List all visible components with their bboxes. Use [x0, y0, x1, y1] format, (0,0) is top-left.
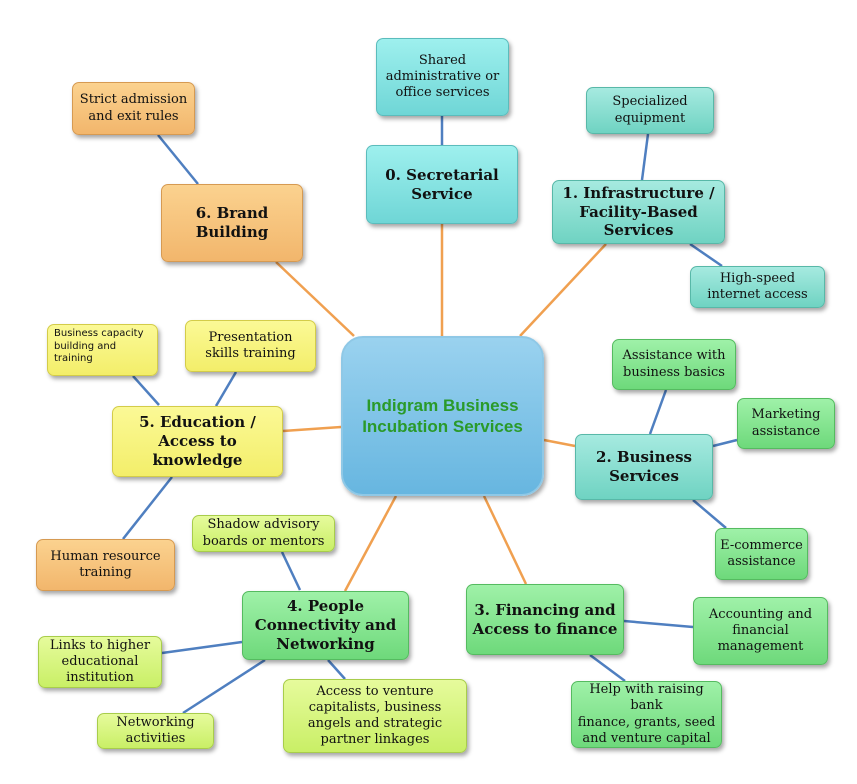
leaf-business-basics: [648, 389, 668, 435]
item-shadow-boards-label: Shadow advisory boards or mentors: [202, 517, 325, 549]
category-brand: 6. Brand Building: [161, 184, 303, 262]
item-venture: Access to venture capitalists, business …: [283, 679, 467, 753]
item-bank-finance-label: Help with raising bank finance, grants, …: [577, 682, 716, 746]
item-capacity-building-label: Business capacity building and training: [54, 328, 144, 364]
item-venture-label: Access to venture capitalists, business …: [307, 683, 443, 748]
category-people-label: 4. People Connectivity and Networking: [254, 597, 397, 653]
item-marketing: Marketing assistance: [737, 398, 835, 449]
category-financing: 3. Financing and Access to finance: [466, 584, 624, 655]
item-human-resource: Human resource training: [36, 539, 175, 591]
spoke-brand: [275, 261, 355, 337]
item-accounting: Accounting and financial management: [693, 597, 828, 665]
center-label: Indigram Business Incubation Services: [362, 395, 523, 436]
item-marketing-label: Marketing assistance: [751, 407, 821, 439]
item-accounting-label: Accounting and financial management: [708, 606, 813, 655]
item-bank-finance: Help with raising bank finance, grants, …: [571, 681, 722, 748]
item-higher-ed: Links to higher educational institution: [38, 636, 162, 688]
leaf-capacity-building: [132, 375, 160, 406]
item-capacity-building: Business capacity building and training: [47, 324, 158, 376]
spoke-education: [282, 425, 342, 433]
leaf-networking: [182, 658, 266, 715]
category-infrastructure-label: 1. Infrastructure / Facility-Based Servi…: [562, 183, 715, 240]
category-brand-label: 6. Brand Building: [195, 204, 269, 241]
item-networking: Networking activities: [97, 713, 214, 749]
category-secretarial-label: 0. Secretarial Service: [385, 165, 499, 203]
item-specialized-equipment: Specialized equipment: [586, 87, 714, 134]
item-presentation: Presentation skills training: [185, 320, 316, 372]
leaf-higher-ed: [161, 640, 243, 655]
item-human-resource-label: Human resource training: [50, 548, 161, 580]
leaf-venture: [327, 659, 346, 680]
center-node: Indigram Business Incubation Services: [341, 336, 544, 496]
category-business-label: 2. Business Services: [596, 448, 692, 485]
category-people: 4. People Connectivity and Networking: [242, 591, 409, 660]
item-internet-label: High-speed internet access: [707, 270, 808, 302]
item-shared-admin-label: Shared administrative or office services: [385, 52, 500, 101]
leaf-specialized-equipment: [640, 133, 650, 181]
leaf-shadow-boards: [280, 551, 302, 591]
item-shadow-boards: Shadow advisory boards or mentors: [192, 515, 335, 552]
item-specialized-equipment-label: Specialized equipment: [612, 94, 688, 126]
category-infrastructure: 1. Infrastructure / Facility-Based Servi…: [552, 180, 725, 244]
item-presentation-label: Presentation skills training: [205, 329, 296, 361]
leaf-admission-rules: [157, 134, 199, 185]
item-shared-admin: Shared administrative or office services: [376, 38, 509, 116]
item-ecommerce-label: E-commerce assistance: [720, 537, 803, 569]
spoke-people: [343, 495, 398, 592]
spoke-infrastructure: [519, 243, 607, 337]
category-business: 2. Business Services: [575, 434, 713, 500]
item-admission-rules: Strict admission and exit rules: [72, 82, 195, 135]
category-education-label: 5. Education / Access to knowledge: [139, 413, 256, 469]
leaf-internet: [689, 242, 723, 268]
category-financing-label: 3. Financing and Access to finance: [472, 600, 618, 638]
item-ecommerce: E-commerce assistance: [715, 528, 808, 580]
spoke-financing: [482, 495, 528, 585]
item-admission-rules-label: Strict admission and exit rules: [79, 92, 188, 124]
item-networking-label: Networking activities: [116, 714, 195, 746]
item-business-basics: Assistance with business basics: [612, 339, 736, 390]
leaf-bank-finance: [589, 653, 626, 683]
leaf-marketing: [712, 438, 738, 448]
leaf-human-resource: [122, 476, 173, 540]
item-business-basics-label: Assistance with business basics: [622, 348, 726, 380]
item-internet: High-speed internet access: [690, 266, 825, 308]
category-education: 5. Education / Access to knowledge: [112, 406, 283, 477]
leaf-ecommerce: [692, 499, 727, 529]
item-higher-ed-label: Links to higher educational institution: [49, 637, 151, 686]
spoke-business: [543, 438, 576, 448]
leaf-accounting: [623, 619, 694, 629]
category-secretarial: 0. Secretarial Service: [366, 145, 518, 224]
leaf-presentation: [214, 371, 238, 407]
